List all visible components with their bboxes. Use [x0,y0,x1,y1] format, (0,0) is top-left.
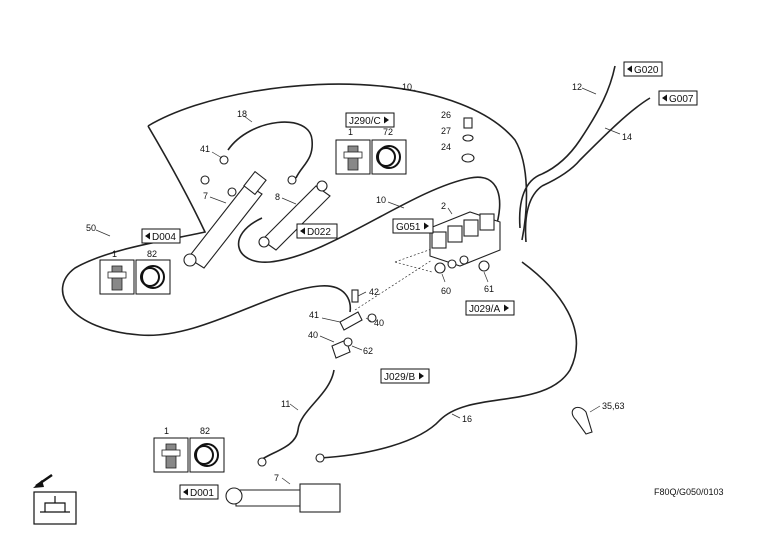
part-number-16: 16 [462,414,472,424]
svg-text:D022: D022 [307,227,331,238]
clip-35-63 [571,406,593,435]
ref-d022[interactable]: D022 [296,223,338,239]
ref-j029b[interactable]: J029/B [380,368,430,384]
part-number-1-left: 1 [112,249,117,259]
part-number-82-bottom: 82 [200,426,210,436]
part-number-35-63: 35,63 [602,401,625,411]
guide-line-1 [354,245,441,311]
hose-10-top [147,83,528,241]
part-number-27: 27 [441,126,451,136]
part-number-41-top: 41 [200,144,210,154]
svg-text:G020: G020 [634,65,659,76]
cylinder-7-bottom [225,453,341,513]
leader-lines [95,87,621,485]
svg-text:D004: D004 [152,232,176,243]
ref-g020[interactable]: G020 [623,61,663,77]
part-number-62: 62 [363,346,373,356]
part-number-61: 61 [484,284,494,294]
part-number-14: 14 [622,132,632,142]
part-number-82-left: 82 [147,249,157,259]
hose-11 [257,369,335,463]
part-number-2: 2 [441,201,446,211]
svg-text:D001: D001 [190,488,214,499]
bolt-stack [461,117,475,163]
kit-bottom [153,437,225,473]
part-number-18: 18 [237,109,247,119]
ref-j290c[interactable]: J290/C [345,112,395,128]
part-number-40-left: 40 [308,330,318,340]
part-number-26: 26 [441,110,451,120]
hose-14 [541,97,651,187]
part-number-11: 11 [281,399,290,409]
kit-left [99,259,171,295]
svg-text:G007: G007 [669,94,694,105]
part-number-50: 50 [86,223,96,233]
fittings-group [331,289,377,359]
arrow-with-cylinder-symbol-icon[interactable] [33,473,77,525]
hose-18 [227,121,313,179]
part-number-1-top: 1 [348,127,353,137]
svg-text:J290/C: J290/C [349,116,381,127]
part-number-labels: 10 12 14 18 26 27 24 41 7 8 10 2 50 1 82… [86,82,632,483]
kit-top [335,139,407,175]
svg-text:G051: G051 [396,222,421,233]
part-number-72: 72 [383,127,393,137]
svg-text:J029/A: J029/A [469,304,500,315]
svg-text:J029/B: J029/B [384,372,415,383]
valve-block-2 [429,211,501,274]
part-number-42: 42 [369,287,379,297]
part-number-8: 8 [275,192,280,202]
cylinder-8 [258,175,331,251]
hose-50 [61,125,352,337]
part-number-1-bottom: 1 [164,426,169,436]
part-number-7-top: 7 [203,191,208,201]
hose-14-lower [524,185,543,243]
drawing-code: F80Q/G050/0103 [654,487,724,497]
ref-d004[interactable]: D004 [141,228,181,244]
hose-10-mid [237,176,501,263]
ref-d001[interactable]: D001 [179,484,219,500]
ref-g007[interactable]: G007 [658,90,698,106]
part-number-12: 12 [572,82,582,92]
hose-12-lower [518,173,543,229]
ref-g051[interactable]: G051 [392,218,434,234]
part-number-40-right: 40 [374,318,384,328]
part-number-10-top: 10 [402,82,412,92]
ref-j029a[interactable]: J029/A [465,300,515,316]
part-number-60: 60 [441,286,451,296]
hose-12 [541,65,616,175]
hoses [61,65,651,463]
cylinder-7-top [183,155,267,269]
part-number-7-bottom: 7 [274,473,279,483]
part-number-41-mid: 41 [309,310,319,320]
part-number-10-mid: 10 [376,195,386,205]
hose-16 [319,261,578,459]
part-number-24: 24 [441,142,451,152]
